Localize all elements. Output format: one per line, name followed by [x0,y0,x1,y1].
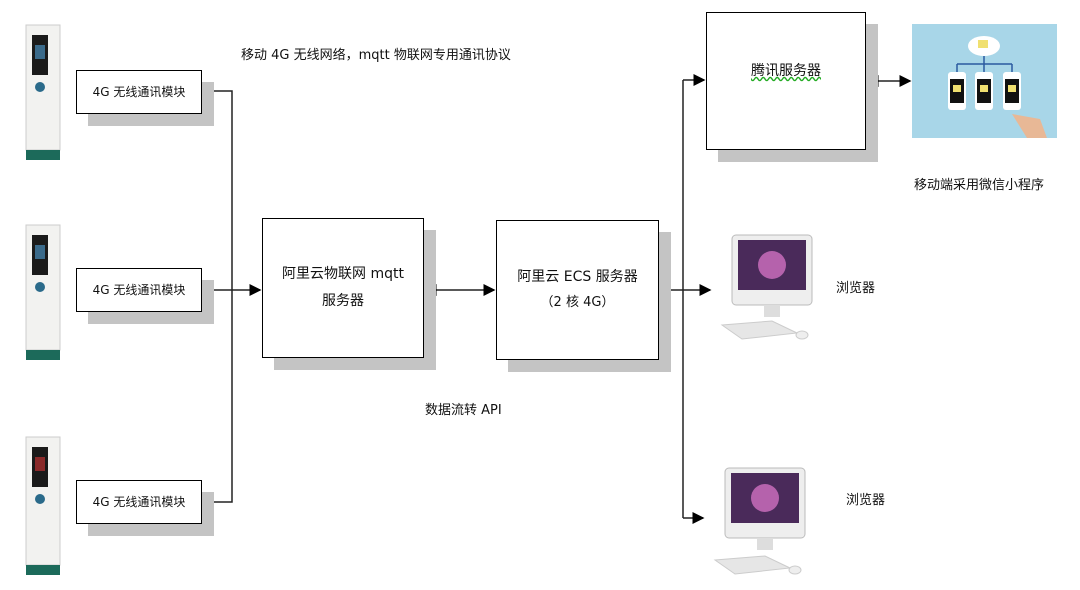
wechat-miniprogram-image [912,24,1057,138]
module-box-1: 4G 无线通讯模块 [76,70,202,114]
network-caption: 移动 4G 无线网络，mqtt 物联网专用通讯协议 [241,48,511,63]
browser-label-2: 浏览器 [846,493,886,508]
browser-computer-1 [720,234,813,340]
ecs-spec-label: （2 核 4G） [540,294,615,310]
browser-label-1: 浏览器 [836,281,876,296]
line-module1 [200,90,233,503]
module-box-3: 4G 无线通讯模块 [76,480,202,524]
data-flow-label: 数据流转 API [425,403,502,418]
ecs-server-label: 阿里云 ECS 服务器 [517,269,638,286]
module-label: 4G 无线通讯模块 [92,84,186,99]
module-label: 4G 无线通讯模块 [92,494,186,509]
charger-images [25,24,61,575]
iot-server-box: 阿里云物联网 mqtt 服务器 [262,218,424,358]
mobile-caption: 移动端采用微信小程序 [914,178,1045,193]
iot-server-label: 阿里云物联网 mqtt 服务器 [282,266,404,309]
module-box-2: 4G 无线通讯模块 [76,268,202,312]
ecs-server-box: 阿里云 ECS 服务器 （2 核 4G） [496,220,659,360]
tencent-server-label: 腾讯服务器 [751,63,821,79]
tencent-server-box: 腾讯服务器 [706,12,866,150]
browser-computer-2 [713,467,806,575]
module-label: 4G 无线通讯模块 [92,282,186,297]
